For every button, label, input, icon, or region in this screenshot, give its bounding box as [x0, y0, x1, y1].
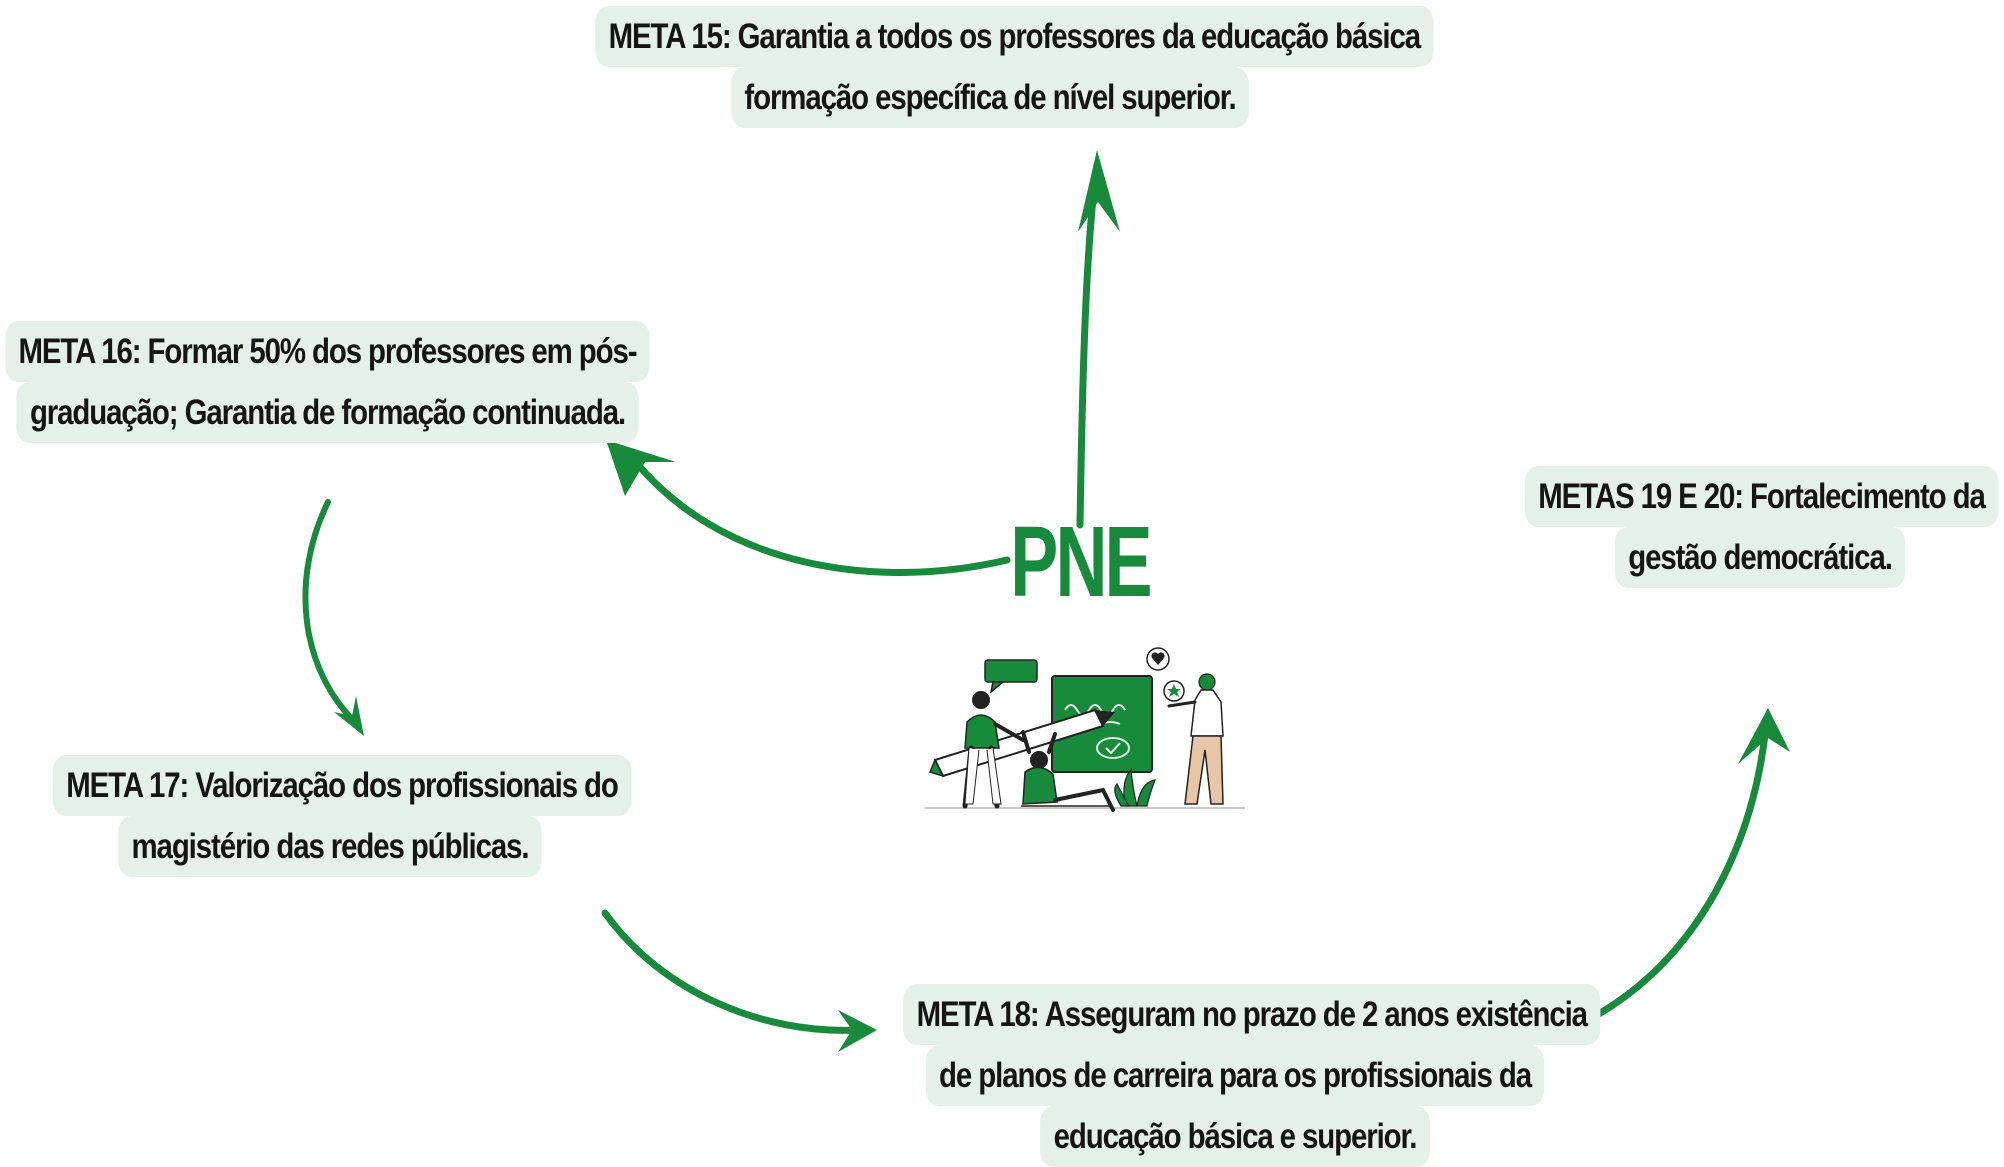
node-meta18-line-2: de planos de carreira para os profission…	[925, 1045, 1545, 1106]
arrow-17-to-18	[601, 909, 864, 1034]
center-title: PNE	[1010, 506, 1152, 618]
node-meta17: META 17: Valorização dos profissionais d…	[52, 755, 632, 877]
person-left-icon	[962, 691, 1025, 809]
node-meta16: META 16: Formar 50% dos professores em p…	[2, 321, 653, 443]
arrow-to-meta16	[626, 451, 1011, 576]
node-meta18: META 18: Asseguram no prazo de 2 anos ex…	[903, 984, 1601, 1167]
arrow-icon	[838, 1010, 877, 1052]
node-meta18-line-1: META 18: Asseguram no prazo de 2 anos ex…	[903, 984, 1601, 1045]
arrow-icon	[1078, 150, 1120, 232]
node-metas1920-line-2: gestão democrática.	[1614, 527, 1906, 588]
node-meta15-line-1: META 15: Garantia a todos os professores…	[595, 6, 1434, 67]
arrow-18-to-1920	[1584, 721, 1770, 1024]
node-meta17-line-1: META 17: Valorização dos profissionais d…	[52, 755, 632, 816]
teachers-illustration	[925, 647, 1245, 812]
node-meta15-line-2: formação específica de nível superior.	[730, 67, 1250, 128]
node-meta15: META 15: Garantia a todos os professores…	[595, 6, 1434, 128]
node-meta16-line-2: graduação; Garantia de formação continua…	[16, 382, 639, 443]
arrow-icon	[606, 440, 676, 496]
plant-icon	[1114, 768, 1156, 807]
speech-bubble-icon	[984, 659, 1038, 683]
node-meta16-line-1: META 16: Formar 50% dos professores em p…	[5, 321, 650, 382]
person-sitting-icon	[1021, 730, 1115, 812]
node-metas1920: METAS 19 E 20: Fortalecimento da gestão …	[1524, 466, 1999, 588]
node-metas1920-line-1: METAS 19 E 20: Fortalecimento da	[1524, 466, 1999, 527]
node-meta17-line-2: magistério das redes públicas.	[118, 816, 542, 877]
arrow-icon	[334, 696, 364, 736]
arrow-icon	[1738, 708, 1790, 764]
arrow-16-to-17	[302, 499, 361, 728]
node-meta18-line-3: educação básica e superior.	[1040, 1106, 1430, 1167]
person-right-icon	[1167, 673, 1224, 805]
